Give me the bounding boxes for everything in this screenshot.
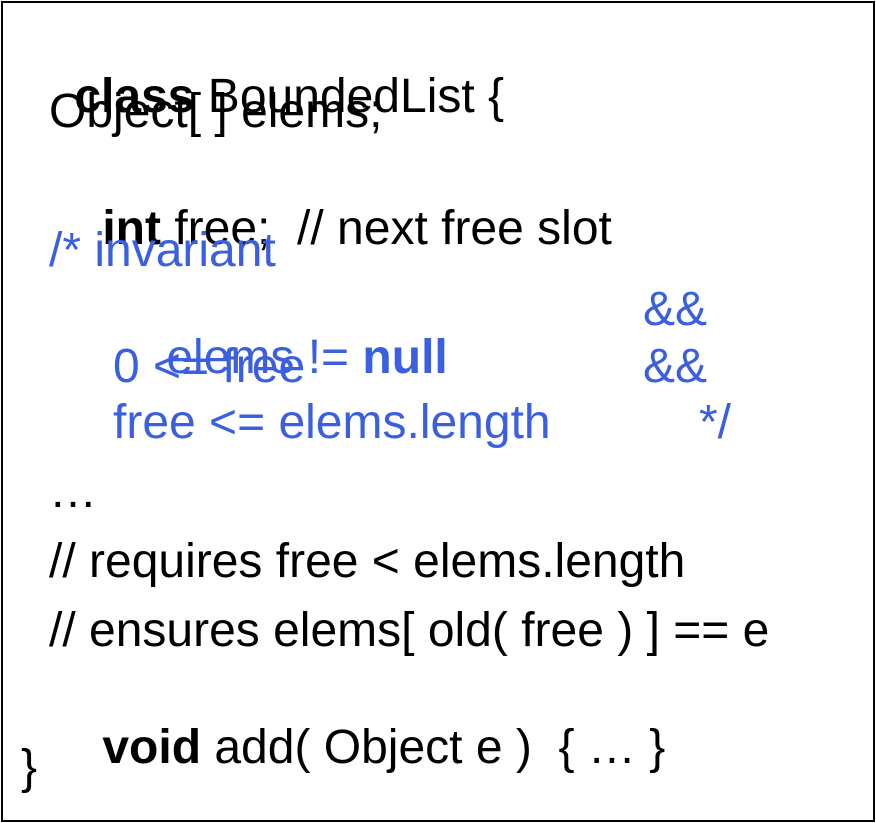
- int-keyword: int: [102, 202, 161, 255]
- class-declaration-line: class BoundedList {: [21, 25, 504, 169]
- class-keyword: class: [74, 70, 195, 123]
- invariant-line-2: 0 <= free: [113, 340, 306, 393]
- invariant-line-1: elems != null: [113, 286, 448, 430]
- invariant-comment-open: /* invariant: [49, 224, 276, 277]
- invariant-comment-close: */: [699, 396, 732, 449]
- field-free-line: int free; // next free slot: [49, 157, 612, 301]
- invariant-line-1-and-operator: &&: [643, 283, 708, 336]
- void-keyword: void: [102, 721, 202, 774]
- requires-comment-line: // requires free < elems.length: [49, 535, 686, 588]
- ensures-comment-line: // ensures elems[ old( free ) ] == e: [49, 604, 770, 657]
- invariant-line-3: free <= elems.length: [113, 396, 551, 449]
- field-free-text: free; // next free slot: [160, 202, 612, 255]
- field-elems-line: Object[ ] elems;: [49, 85, 383, 138]
- method-declaration-line: void add( Object e ) { … }: [49, 676, 665, 820]
- invariant-line-1-text: elems !=: [166, 331, 363, 384]
- invariant-line-2-and-operator: &&: [643, 340, 708, 393]
- null-keyword: null: [362, 331, 448, 384]
- class-name-text: BoundedList {: [194, 70, 505, 123]
- method-signature-text: add( Object e ) { … }: [201, 721, 666, 774]
- class-closing-brace: }: [21, 741, 38, 794]
- ellipsis-line: …: [49, 465, 97, 518]
